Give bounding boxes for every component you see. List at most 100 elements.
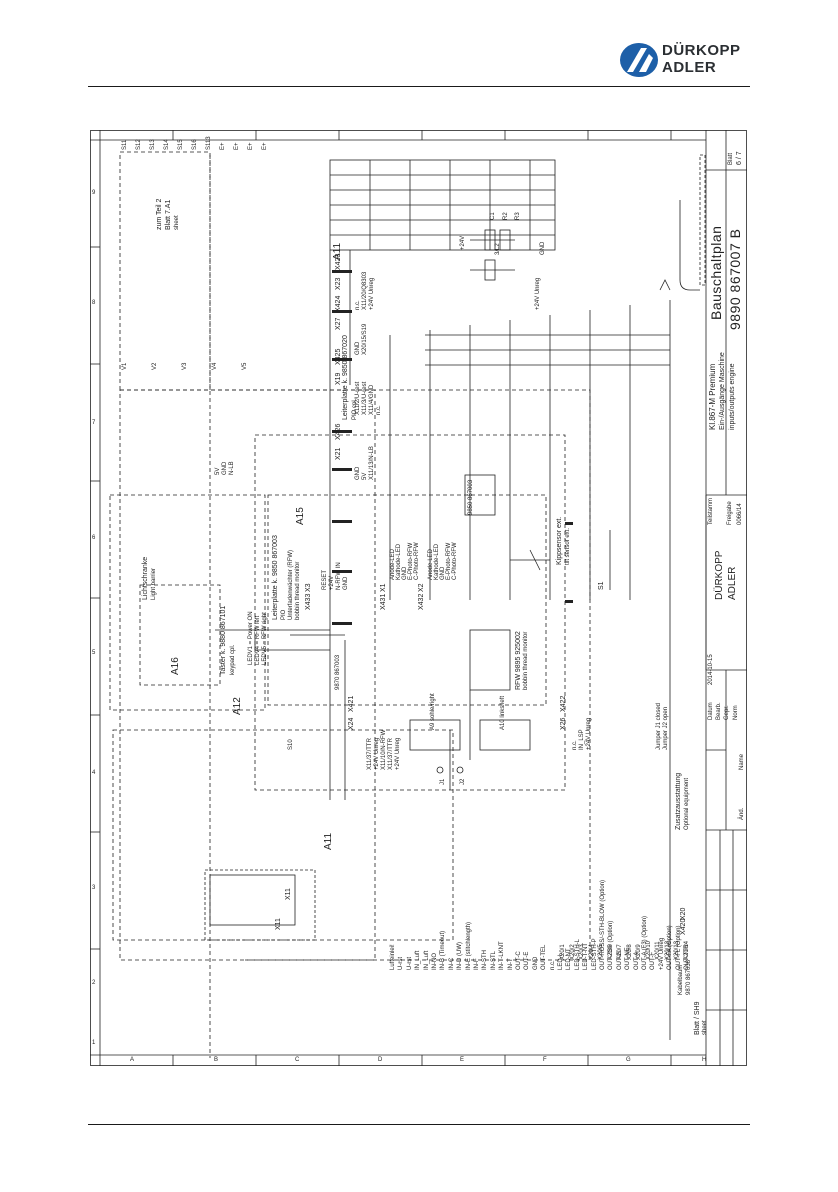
x21-sig-1: GND <box>355 466 361 480</box>
conn-x431: X431 <box>380 593 387 610</box>
gnd-label: GND <box>540 241 546 255</box>
keypad-leds: LEDV4 = RFW left <box>255 615 261 665</box>
x11-signal-6: IN-NO <box>432 953 438 970</box>
a12-label: A12 <box>232 697 243 715</box>
x11-signal-12: IN-STH <box>482 950 489 970</box>
x3-sig-1: RESET <box>322 569 328 590</box>
x24-sig-5: +24V Unreg <box>395 737 401 770</box>
grid-col-5: 5 <box>92 650 96 656</box>
jumper-note-2: Jumper J2 open <box>663 706 669 750</box>
ident-label: Teilstamm <box>708 497 714 525</box>
grid-row-c: C <box>295 1057 300 1063</box>
switch-label-6: S16 <box>192 139 198 150</box>
a16-sig-1: 5V <box>215 467 221 475</box>
switch-label-10: E+ <box>248 142 254 150</box>
x2-sig-5: C-Photo-RFW <box>452 542 458 580</box>
zusatz-label: Zusatzausstattung <box>675 772 682 830</box>
x21-sig-3: X11/13/N-LB <box>369 446 375 480</box>
x19-sig-1: X11/2/U-rest <box>355 381 361 415</box>
switch-label-4: S14 <box>164 139 170 150</box>
change-label: Änd. <box>739 807 745 820</box>
grid-col-9: 9 <box>92 190 96 196</box>
x11-signal-5: IN_Luft <box>423 950 430 970</box>
led-label-1: V1 <box>122 362 128 370</box>
x11-signal-4: IN_Luft <box>415 950 422 970</box>
date-value: 2014-10-15 <box>708 654 714 685</box>
release-label: Freigabe <box>727 501 733 525</box>
a15-sub2: Unterfadenwächter (RFW) <box>288 549 294 620</box>
x11-signal-10: IN-E (stitchlength) <box>465 921 472 970</box>
a11-left-label: A11 <box>323 832 334 850</box>
x19-sig-3: X11/4/GND <box>369 384 375 415</box>
x20-signal-10: X20/10 <box>645 940 652 960</box>
conn-x3: X3 <box>305 583 312 592</box>
switch-label-3: S13 <box>150 139 156 150</box>
rfw-label: RFW 9895 925002 <box>515 631 522 690</box>
a9-label: A9 sohle/right <box>430 693 436 730</box>
led-label-4: V4 <box>212 362 218 370</box>
drawing-number: 9890 867007 B <box>727 228 743 330</box>
x11-signal-9: IN-D (UW) <box>457 942 464 970</box>
a16-sig-2: GND <box>222 461 228 475</box>
a10-label: A10 links/left <box>500 695 506 730</box>
x11-signal-14: IN-T-LKNT <box>499 941 506 970</box>
drawn-label: Bearb. <box>716 702 722 720</box>
x20-signal-9: X20/9 <box>636 944 642 960</box>
x20-signal-14: X20/14 <box>683 940 690 960</box>
x11-signal-3: U-rst <box>406 957 413 970</box>
x11-signal-18: GND <box>532 956 539 970</box>
conn-x11b: X11 <box>275 918 282 930</box>
r3-label: R3 <box>515 212 521 220</box>
x20-signal-8: X20/8 <box>626 944 633 960</box>
x11-signal-11: IN-F <box>474 958 480 970</box>
checked-label: Gepr. <box>724 705 730 720</box>
conn-x422: X422 <box>560 695 567 712</box>
x11-signal-19: OUT-TEL <box>541 944 548 970</box>
x24-sig-4: X11/37/TTR <box>388 738 394 770</box>
x11-signal-16: OUT-C <box>516 951 522 970</box>
grid-row-a: A <box>130 1057 135 1063</box>
x20-signal-7: X20/7 <box>617 944 623 960</box>
x27-sig-1: GND <box>355 341 361 355</box>
machine-name: Kl.867-M Premium <box>708 363 717 430</box>
grid-row-b: B <box>214 1057 219 1063</box>
conn-x26: X26 <box>560 717 567 730</box>
switch-label-5: S15 <box>178 139 184 150</box>
switch-label-1: S11 <box>122 139 128 150</box>
grid-col-7: 7 <box>92 420 96 426</box>
drawing-title: Bauschaltplan <box>708 225 724 320</box>
header-rule <box>88 86 750 87</box>
s1-label: S1 <box>598 581 605 590</box>
a16-sig-3: N-LB <box>229 461 235 475</box>
release-value: 0066/14 <box>737 503 743 525</box>
switch-label-2: S12 <box>136 139 142 150</box>
switch-label-9: E+ <box>234 142 240 150</box>
sensor-led: LEDV1 = Power ON <box>248 611 254 665</box>
jumper-j1: J1 <box>440 778 446 785</box>
blatt-ref-en: sheet <box>174 215 180 230</box>
x24-sig-3: X11/10/N-RFW <box>381 729 387 770</box>
cable-9850: 9850 867003 <box>468 479 474 515</box>
grid-row-f: F <box>543 1057 547 1063</box>
zusatz-en: Optional equipment <box>684 777 690 830</box>
x20-signal-5: X20/5 <box>598 944 604 960</box>
x24-sig-2: +24V Unreg <box>374 737 380 770</box>
x11-signal-17: OUT-E <box>524 951 531 970</box>
switch-label-11: E+ <box>262 142 268 150</box>
keypad-leds2: LEDV5 = RFW right <box>262 612 268 665</box>
conn-x426: X426 <box>335 423 342 440</box>
x26-sig-1: n.c. <box>572 740 578 750</box>
a15-sub1: PIO <box>281 609 287 620</box>
brand-logo: DÜRKOPP ADLER <box>619 42 789 78</box>
grid-col-3: 3 <box>92 885 96 891</box>
conn-x27: X27 <box>335 317 342 330</box>
c1-label: C1 <box>490 212 496 220</box>
switch-label-7: S113 <box>206 136 212 150</box>
logo-mark-icon <box>620 43 658 77</box>
x20-signal-11: X20/11 <box>655 941 661 960</box>
led-label-3: V3 <box>182 362 188 370</box>
date-label: Datum <box>708 702 714 720</box>
grid-row-h: H <box>702 1057 707 1063</box>
conn-x425: X425 <box>335 348 342 365</box>
a15-sub3: bobbin thread monitor <box>295 561 301 620</box>
